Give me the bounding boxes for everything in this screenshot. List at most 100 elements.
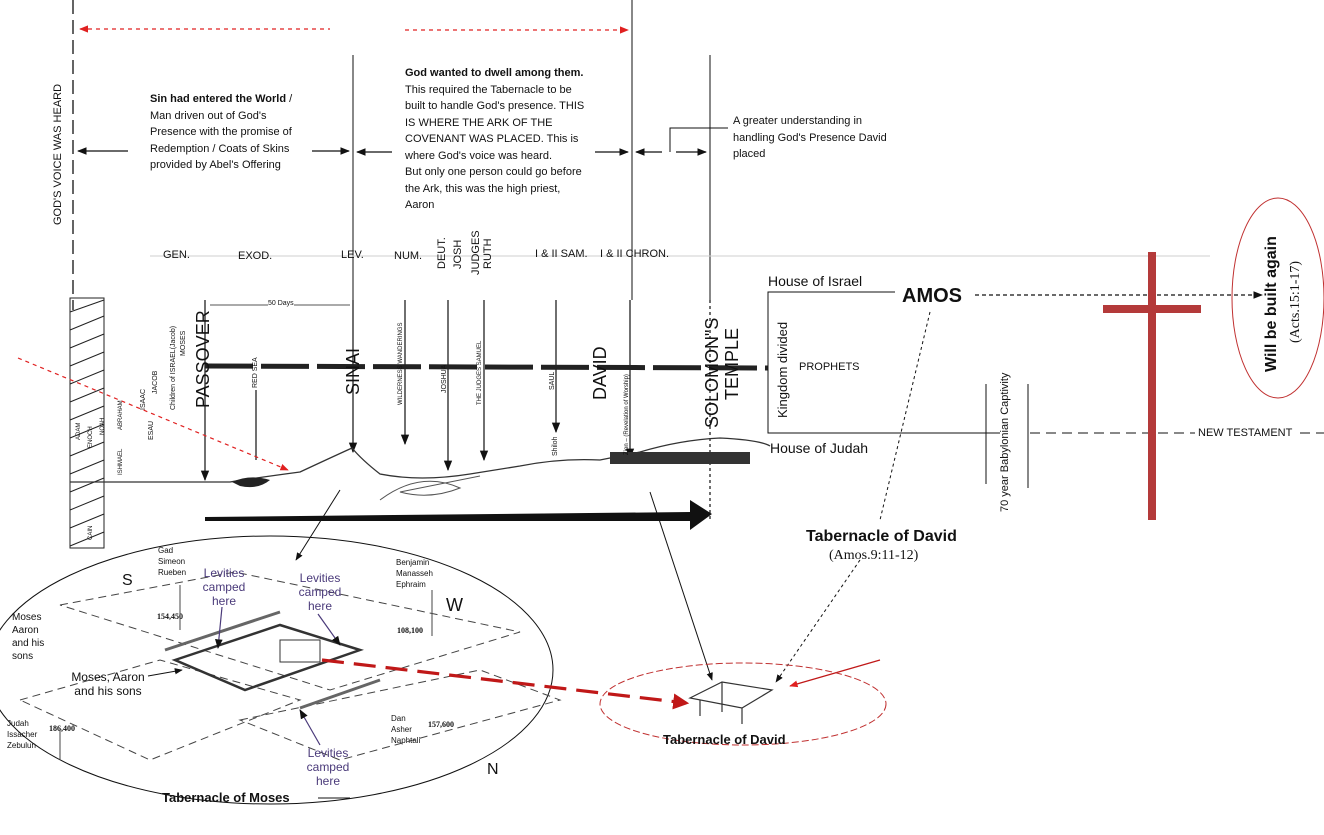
captivity-label: 70 year Babylonian Captivity <box>999 372 1011 512</box>
count-west: 108,100 <box>397 626 423 635</box>
red-arrow-into-david <box>789 659 881 688</box>
tribe-naphtali: Naphtali <box>391 736 421 745</box>
levite-arrow-3 <box>299 709 321 746</box>
count-south: 154,450 <box>157 612 183 621</box>
david-tent <box>688 681 774 724</box>
levite-arrow-2 <box>317 613 341 646</box>
judges-samuel-label: THE JUDGES SAMUEL <box>477 340 483 405</box>
esau-label: ESAU <box>148 420 155 440</box>
sea <box>232 477 270 488</box>
tabernacle-david-title: Tabernacle of David <box>806 528 957 545</box>
prophets-label: PROPHETS <box>799 361 860 373</box>
tribe-simeon: Simeon <box>158 557 186 566</box>
built-again-label: Will be built again <box>1263 236 1280 372</box>
house-judah-label: House of Judah <box>770 440 869 456</box>
tribe-gad: Gad <box>158 546 174 555</box>
tribes-north: Dan Asher Naphtali <box>391 713 420 746</box>
zion-to-david-arrow <box>649 491 713 681</box>
note-sin: Sin had entered the World / Man driven o… <box>150 91 300 174</box>
book-lev: LEV. <box>341 249 364 261</box>
note-david: A greater understanding in handling God'… <box>733 115 887 160</box>
book-josh: JOSH <box>452 239 464 269</box>
tribe-zebulun: Zebulun <box>7 741 36 750</box>
levities-label-1: Levities camped here <box>202 566 246 608</box>
book-exod: EXOD. <box>238 250 273 262</box>
compass-w: W <box>446 595 463 615</box>
amos-dotted-line <box>879 311 931 521</box>
timeline-drops <box>200 300 711 520</box>
count-north: 157,600 <box>428 720 454 729</box>
sinai-to-camp-arrow <box>295 489 341 561</box>
cain-label: CAIN <box>88 525 94 540</box>
city <box>610 452 750 464</box>
amos-label: AMOS <box>902 285 962 307</box>
cross-horizontal <box>1103 305 1201 313</box>
tribe-ephraim: Ephraim <box>396 580 426 589</box>
big-timeline-arrow <box>205 500 712 530</box>
shiloh-label: Shiloh <box>552 436 559 456</box>
wilderness-label: WILDERNESS WANDERINGS <box>398 322 404 405</box>
note-sin-bold: Sin had entered the World <box>150 93 287 105</box>
acts-ref-label: (Acts.15:1-17) <box>1288 260 1303 343</box>
tribe-benjamin: Benjamin <box>396 558 430 567</box>
levite-arrow-1 <box>215 606 223 649</box>
enoch-label: ENOCH <box>88 426 94 448</box>
moses-aaron-label: Moses Aaron and his sons <box>12 612 45 662</box>
new-testament-label: NEW TESTAMENT <box>1198 427 1293 439</box>
noah-label: NOAH <box>100 417 106 435</box>
jacob-label: JACOB <box>152 370 159 394</box>
tribe-issacher: Issacher <box>7 730 38 739</box>
tabernacle-david-small: Tabernacle of David <box>663 732 786 747</box>
adam-label: ADAM <box>76 422 82 440</box>
book-gen: GEN. <box>163 249 190 261</box>
tribes-west: Benjamin Manasseh Ephraim <box>396 557 433 590</box>
tabernacle-david-ellipse <box>599 662 887 746</box>
tribe-rueben: Rueben <box>158 568 187 577</box>
abraham-label: ABRAHAM <box>118 400 124 430</box>
kingdom-divided-label: Kingdom divided <box>775 321 790 418</box>
red-diagonal-arrow <box>17 357 289 471</box>
note-sin-text: / Man driven out of God's Presence with … <box>150 93 293 171</box>
count-east: 186,400 <box>49 724 75 733</box>
moses-to-david-red-arrow <box>321 658 690 710</box>
amos-to-david-dotted <box>775 559 861 683</box>
temple-label: TEMPLE <box>722 327 742 400</box>
wilderness-loops <box>379 475 481 501</box>
amos-ref-label: (Amos.9:11-12) <box>829 548 919 563</box>
book-deut: DEUT. <box>436 237 448 269</box>
moses-timeline-label: MOSES <box>180 330 187 356</box>
joshua-label: JOSHUA <box>441 364 448 393</box>
tribes-east: Judah Issacher Zebulun <box>7 718 37 751</box>
book-num: NUM. <box>394 250 423 262</box>
moses-aaron-label-2: Moses, Aaron and his sons <box>71 670 145 698</box>
compass-s: S <box>122 572 133 589</box>
tribe-asher: Asher <box>391 725 412 734</box>
terrain <box>70 437 771 483</box>
note-dwell: God wanted to dwell among them. This req… <box>405 65 587 214</box>
fifty-days-label: 50 Days <box>268 300 294 309</box>
kingdom-bracket <box>767 291 1000 434</box>
levities-label-2: Levities camped here <box>298 571 342 613</box>
gods-voice-heard-label: GOD'S VOICE WAS HEARD <box>52 83 64 225</box>
moses-arrow <box>147 668 183 677</box>
book-sam: I & II SAM. <box>535 248 588 260</box>
book-judges: JUDGES <box>470 230 482 275</box>
tribes-south: Gad Simeon Rueben <box>158 545 186 578</box>
note-dwell-bold: God wanted to dwell among them. <box>405 67 584 79</box>
timeline-bar <box>204 363 769 371</box>
sinai-label: SINAI <box>343 347 363 395</box>
david-bracket <box>669 127 728 152</box>
david-label: DAVID <box>590 346 610 400</box>
house-israel-label: House of Israel <box>768 273 863 289</box>
isaac-label: ISAAC <box>140 388 147 410</box>
note-dwell-text: This required the Tabernacle to be built… <box>405 83 585 162</box>
zion-label: Zion – (Revelation of Worship) <box>624 374 630 455</box>
book-chron: I & II CHRON. <box>600 248 670 260</box>
tabernacle-moses-ellipse <box>0 535 554 805</box>
tribe-judah: Judah <box>7 719 29 728</box>
tribe-manasseh: Manasseh <box>396 569 433 578</box>
tabernacle-moses-title: Tabernacle of Moses <box>162 790 290 805</box>
cross-vertical <box>1148 252 1156 520</box>
